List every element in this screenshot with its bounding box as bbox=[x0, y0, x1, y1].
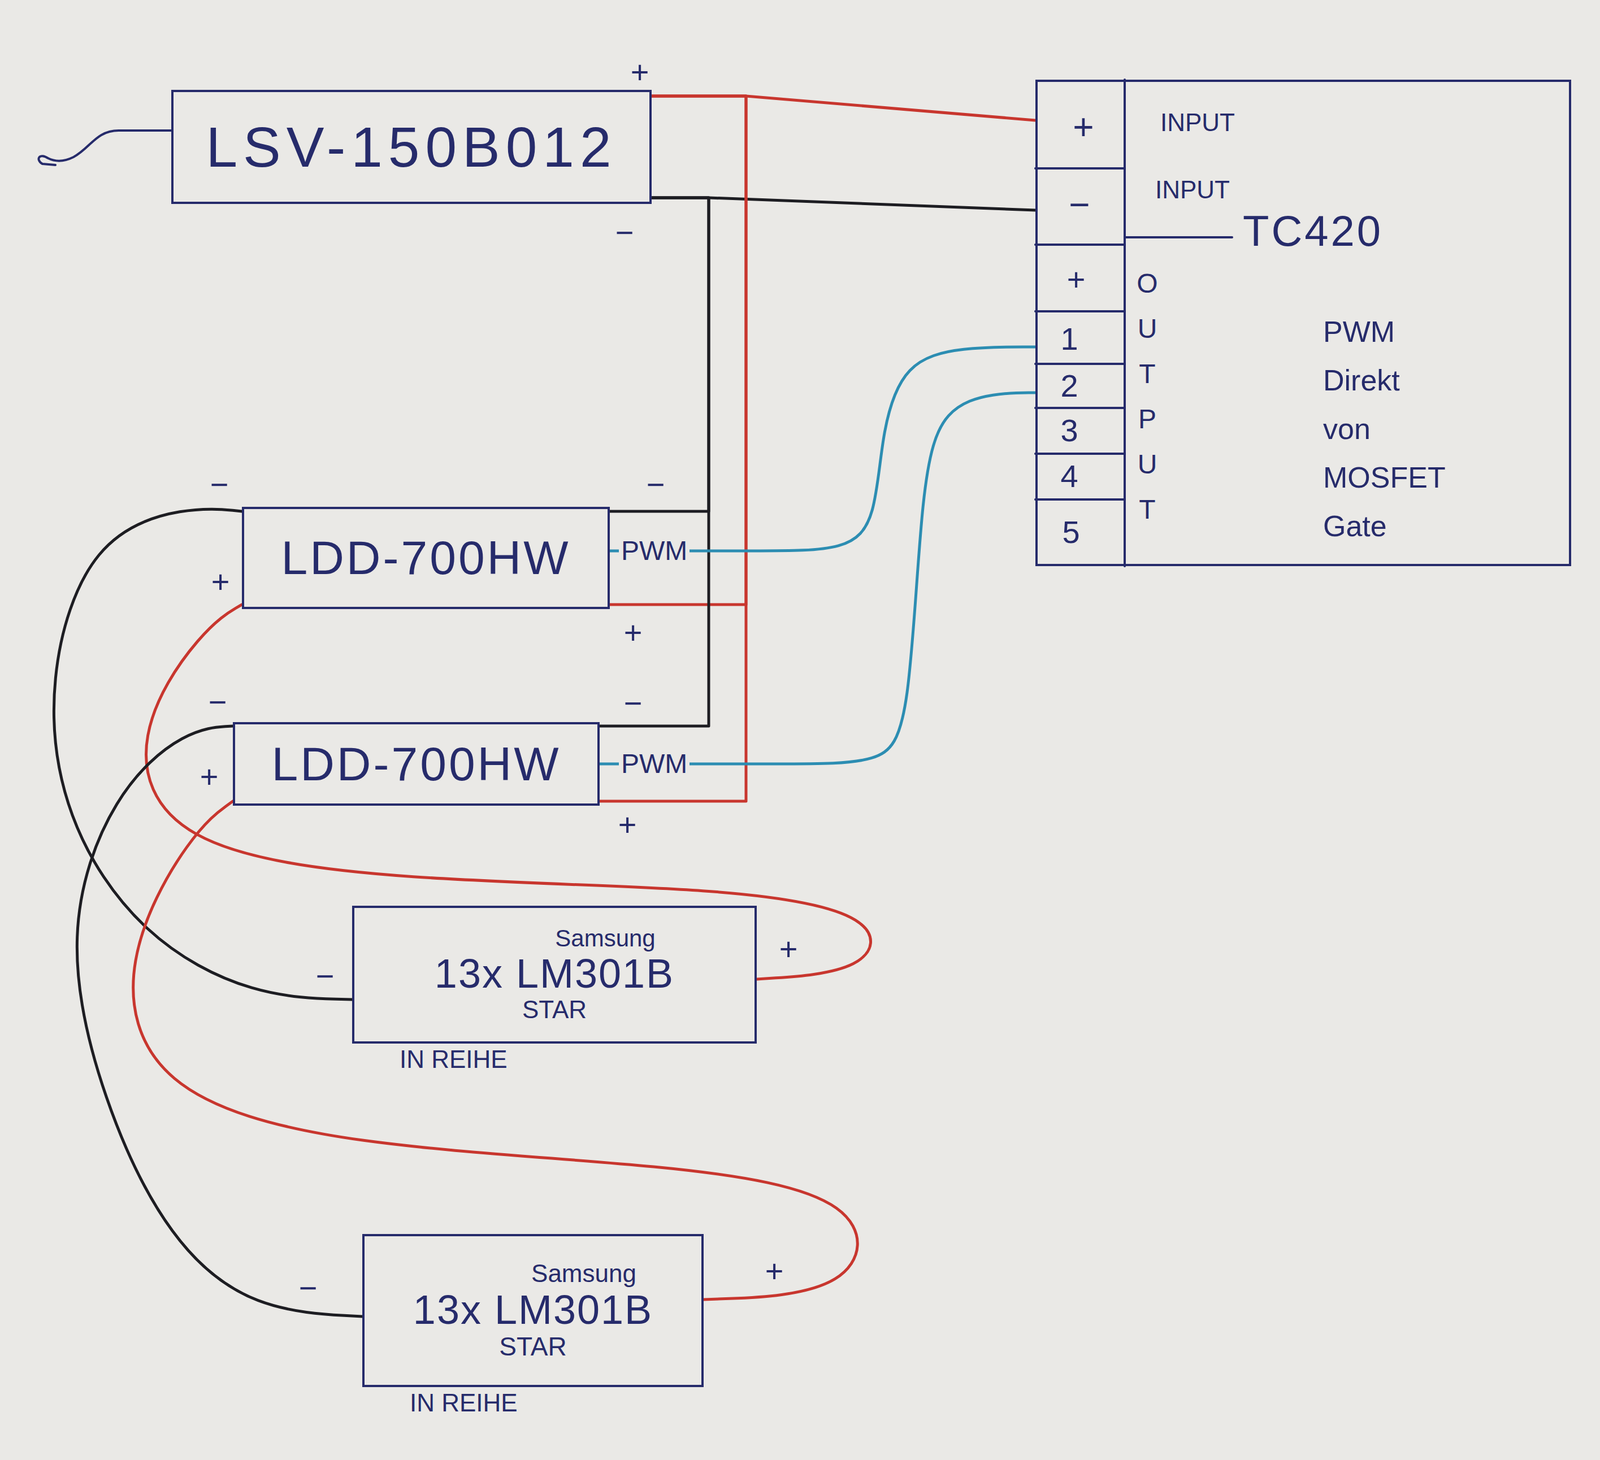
terminal-sign: − bbox=[206, 686, 230, 719]
terminal-separator bbox=[1035, 167, 1125, 170]
note: PWM Direkt von MOSFET Gate bbox=[1320, 307, 1448, 551]
wire bbox=[609, 197, 709, 512]
terminal-sign: + bbox=[209, 566, 233, 598]
terminal-separator bbox=[1035, 310, 1125, 313]
part-name: TC420 bbox=[1242, 207, 1383, 255]
driver-box: LDD-700HW bbox=[241, 506, 610, 610]
wire bbox=[76, 726, 363, 1317]
part-name: 13x LM301B bbox=[434, 951, 675, 997]
pin-number: 5 bbox=[1059, 516, 1082, 549]
terminal-sign: − bbox=[313, 960, 337, 993]
terminal-sign: + bbox=[1064, 263, 1088, 296]
terminal-sign: + bbox=[762, 1255, 787, 1288]
wire bbox=[651, 96, 1036, 121]
tc420-divider bbox=[1123, 79, 1126, 567]
terminal-sign: − bbox=[207, 469, 232, 501]
driver-box: LDD-700HW bbox=[232, 722, 600, 806]
pin-number: 3 bbox=[1058, 414, 1081, 447]
terminal-separator bbox=[1035, 362, 1125, 366]
terminal-sign: − bbox=[1066, 186, 1092, 223]
mains-cable bbox=[38, 130, 172, 166]
board-type: STAR bbox=[499, 1332, 567, 1362]
part-name: 13x LM301B bbox=[413, 1288, 653, 1333]
part-name: LDD-700HW bbox=[280, 531, 571, 584]
controller-box: TC420 bbox=[1035, 79, 1572, 567]
board-type: STAR bbox=[522, 996, 587, 1024]
wire bbox=[599, 392, 1036, 765]
led-board-box: Samsung13x LM301BSTARIN REIHE bbox=[362, 1234, 704, 1388]
brand-name: Samsung bbox=[531, 1260, 637, 1288]
signal-name: PWM bbox=[618, 750, 690, 778]
wire bbox=[146, 604, 871, 980]
terminal-separator bbox=[1035, 452, 1125, 455]
led-board-box: Samsung13x LM301BSTARIN REIHE bbox=[352, 905, 757, 1044]
pin-number: 2 bbox=[1058, 370, 1081, 402]
series-note: IN REIHE bbox=[399, 1046, 508, 1074]
brand-name: Samsung bbox=[554, 925, 656, 952]
terminal-sign: + bbox=[616, 809, 640, 841]
series-note: IN REIHE bbox=[409, 1389, 518, 1417]
pin-number: 1 bbox=[1058, 323, 1081, 355]
terminal-sign: − bbox=[644, 469, 668, 501]
terminal-sign: − bbox=[621, 687, 645, 720]
terminal-sign: + bbox=[621, 617, 645, 649]
part-name: LDD-700HW bbox=[271, 738, 561, 791]
terminal-sign: − bbox=[296, 1272, 320, 1305]
port-name: INPUT bbox=[1158, 110, 1238, 136]
leader-line bbox=[1124, 236, 1233, 239]
terminal-sign: + bbox=[1070, 109, 1096, 146]
wire bbox=[609, 347, 1036, 552]
terminal-separator bbox=[1035, 498, 1125, 501]
port-name: INPUT bbox=[1152, 177, 1233, 203]
wire bbox=[599, 197, 709, 727]
port-name: OUTPUT bbox=[1133, 261, 1161, 533]
part-name: LSV-150B012 bbox=[205, 115, 617, 179]
signal-name: PWM bbox=[618, 537, 690, 565]
terminal-sign: + bbox=[777, 933, 801, 966]
terminal-sign: + bbox=[628, 56, 652, 89]
power-supply-box: LSV-150B012 bbox=[171, 89, 652, 205]
wire bbox=[133, 801, 858, 1300]
terminal-separator bbox=[1035, 243, 1125, 246]
terminal-sign: + bbox=[197, 761, 221, 793]
terminal-sign: − bbox=[613, 217, 637, 249]
terminal-separator bbox=[1035, 406, 1125, 410]
wire bbox=[609, 96, 747, 605]
pin-number: 4 bbox=[1058, 460, 1081, 493]
